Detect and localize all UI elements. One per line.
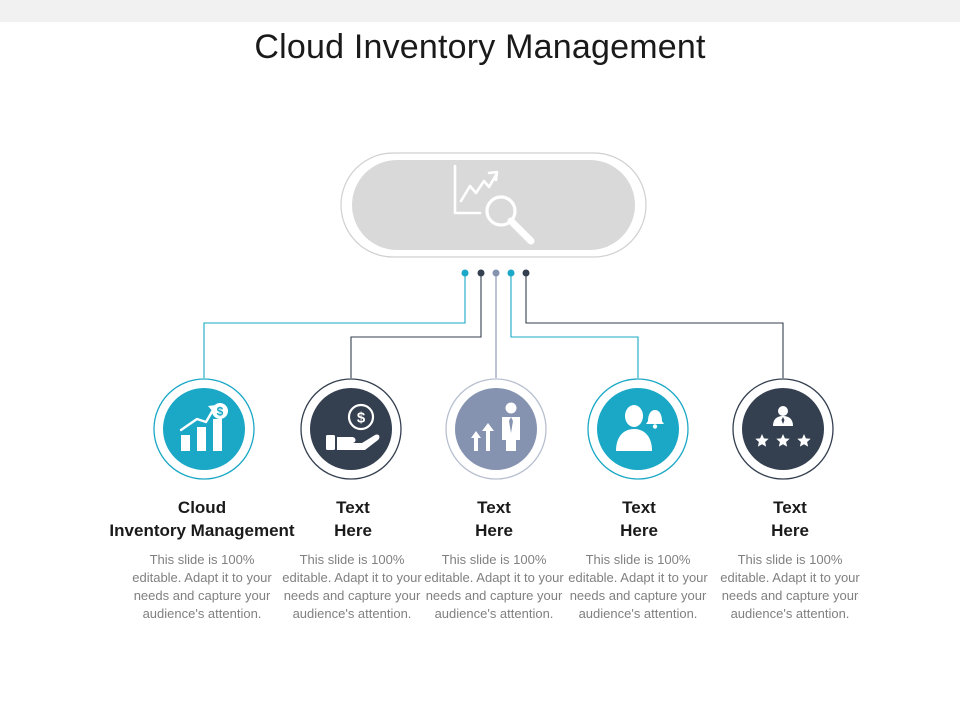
item-1-heading: Cloud Inventory Management xyxy=(87,496,317,542)
node-3-circle xyxy=(445,378,547,480)
item-5-heading-line2: Here xyxy=(771,521,809,540)
item-4-body: This slide is 100% editable. Adapt it to… xyxy=(568,552,708,621)
connector-lines xyxy=(203,273,784,378)
chart-magnifier-icon xyxy=(453,164,535,245)
hand-coin-icon: $ xyxy=(326,403,380,450)
growth-chart-dollar-icon: $ xyxy=(179,403,228,451)
node-4-circle xyxy=(587,378,689,480)
node-2-circle: $ xyxy=(300,378,402,480)
connector-line-5 xyxy=(525,273,784,378)
item-3-heading-line2: Here xyxy=(475,521,513,540)
svg-text:$: $ xyxy=(357,410,366,427)
connector-dot xyxy=(461,269,469,277)
user-rating-stars-icon xyxy=(755,406,811,447)
item-2-body: This slide is 100% editable. Adapt it to… xyxy=(282,552,422,621)
item-5-body: This slide is 100% editable. Adapt it to… xyxy=(720,552,860,621)
item-2-heading-line2: Here xyxy=(334,521,372,540)
connector-line-4 xyxy=(510,273,639,378)
node-5-circle xyxy=(732,378,834,480)
item-4-heading-line1: Text xyxy=(622,498,656,517)
svg-text:$: $ xyxy=(217,405,224,419)
item-1-body: This slide is 100% editable. Adapt it to… xyxy=(132,552,272,621)
item-3-heading: Text Here xyxy=(379,496,609,542)
item-1-heading-line2: Inventory Management xyxy=(109,521,295,540)
connector-dots xyxy=(461,269,530,277)
user-bell-icon xyxy=(616,405,664,451)
item-5-heading-line1: Text xyxy=(773,498,807,517)
node-1-circle: $ xyxy=(153,378,255,480)
item-4-heading-line2: Here xyxy=(620,521,658,540)
connector-line-2 xyxy=(350,273,482,378)
hub-pill xyxy=(340,152,647,258)
connector-line-1 xyxy=(203,273,466,378)
item-2-heading-line1: Text xyxy=(336,498,370,517)
item-1-heading-line1: Cloud xyxy=(177,498,227,517)
item-3-heading-line1: Text xyxy=(477,498,511,517)
connector-dot xyxy=(522,269,530,277)
top-strip xyxy=(0,0,960,22)
slide-title: Cloud Inventory Management xyxy=(254,28,706,66)
item-3-body: This slide is 100% editable. Adapt it to… xyxy=(424,552,564,621)
businessman-growth-icon xyxy=(471,402,520,451)
connector-dot xyxy=(507,269,515,277)
connector-dot xyxy=(492,269,500,277)
item-5-heading: Text Here xyxy=(675,496,905,542)
item-2-heading: Text Here xyxy=(238,496,468,542)
item-4-heading: Text Here xyxy=(524,496,754,542)
connector-dot xyxy=(477,269,485,277)
